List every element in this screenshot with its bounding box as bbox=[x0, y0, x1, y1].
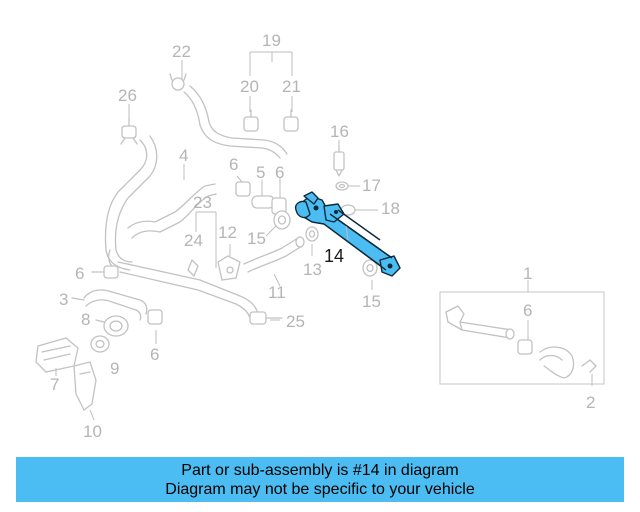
callout-6-b: 6 bbox=[275, 163, 284, 182]
clamp-26 bbox=[120, 117, 138, 145]
gasket-15-left bbox=[273, 210, 291, 230]
highlighted-part-14 bbox=[294, 191, 401, 277]
clamp-6-left bbox=[91, 265, 119, 279]
clamp-6-upper-left bbox=[235, 181, 251, 197]
callout-22: 22 bbox=[172, 42, 191, 61]
callout-17: 17 bbox=[362, 176, 381, 195]
callout-21: 21 bbox=[282, 77, 301, 96]
callout-9: 9 bbox=[110, 359, 119, 378]
thermostat-8 bbox=[95, 315, 129, 337]
gasket-15-right bbox=[362, 259, 378, 277]
parts-diagram: 22 19 20 21 26 16 4 6 5 6 17 23 18 12 24… bbox=[35, 31, 605, 441]
callout-5: 5 bbox=[256, 163, 265, 182]
clamp-6-lower bbox=[147, 309, 163, 325]
housing-7 bbox=[35, 337, 79, 373]
callout-4: 4 bbox=[179, 146, 188, 165]
clamp-21 bbox=[283, 109, 299, 132]
clamp-20 bbox=[243, 109, 259, 132]
callout-11: 11 bbox=[268, 283, 286, 302]
callout-25: 25 bbox=[286, 312, 305, 331]
callout-1: 1 bbox=[523, 264, 532, 283]
clip-24 bbox=[187, 259, 199, 277]
clamp-25 bbox=[249, 311, 283, 325]
callout-3: 3 bbox=[59, 290, 68, 309]
callout-19: 19 bbox=[262, 31, 281, 50]
callout-26: 26 bbox=[118, 86, 137, 105]
cover-10 bbox=[73, 361, 97, 411]
leader-lines bbox=[55, 51, 593, 421]
callout-20: 20 bbox=[240, 77, 259, 96]
callout-6-a: 6 bbox=[229, 155, 238, 174]
callout-7: 7 bbox=[50, 375, 59, 394]
banner-line-2: Diagram may not be specific to your vehi… bbox=[165, 480, 475, 498]
pipe-11 bbox=[243, 236, 305, 273]
callout-labels: 22 19 20 21 26 16 4 6 5 6 17 23 18 12 24… bbox=[50, 31, 595, 441]
callout-6-d: 6 bbox=[523, 301, 532, 320]
callout-24: 24 bbox=[184, 231, 203, 250]
callout-6-e: 6 bbox=[150, 345, 159, 364]
callout-15-b: 15 bbox=[362, 292, 381, 311]
flange-12 bbox=[217, 255, 241, 281]
o-ring-13 bbox=[305, 226, 319, 242]
callout-10: 10 bbox=[83, 422, 102, 441]
callout-13: 13 bbox=[303, 260, 322, 279]
callout-15-a: 15 bbox=[247, 229, 266, 248]
callout-8: 8 bbox=[81, 310, 90, 329]
pipe-5 bbox=[251, 195, 275, 209]
inset-box-part-1 bbox=[439, 291, 605, 385]
callout-2: 2 bbox=[586, 393, 595, 412]
callout-16: 16 bbox=[330, 122, 349, 141]
callout-18: 18 bbox=[381, 199, 400, 218]
callout-6-c: 6 bbox=[75, 264, 84, 283]
banner-line-1: Part or sub-assembly is #14 in diagram bbox=[181, 461, 459, 479]
hose-3 bbox=[71, 289, 148, 321]
callout-14-highlighted: 14 bbox=[324, 246, 344, 266]
info-banner: Part or sub-assembly is #14 in diagram D… bbox=[16, 457, 624, 502]
callout-23: 23 bbox=[193, 193, 212, 212]
radiator-hose bbox=[104, 135, 259, 319]
callout-12: 12 bbox=[218, 223, 237, 242]
gasket-9 bbox=[90, 335, 110, 353]
sensor-16 bbox=[333, 145, 345, 177]
upper-hose-22 bbox=[169, 73, 288, 159]
washer-17 bbox=[335, 181, 349, 191]
